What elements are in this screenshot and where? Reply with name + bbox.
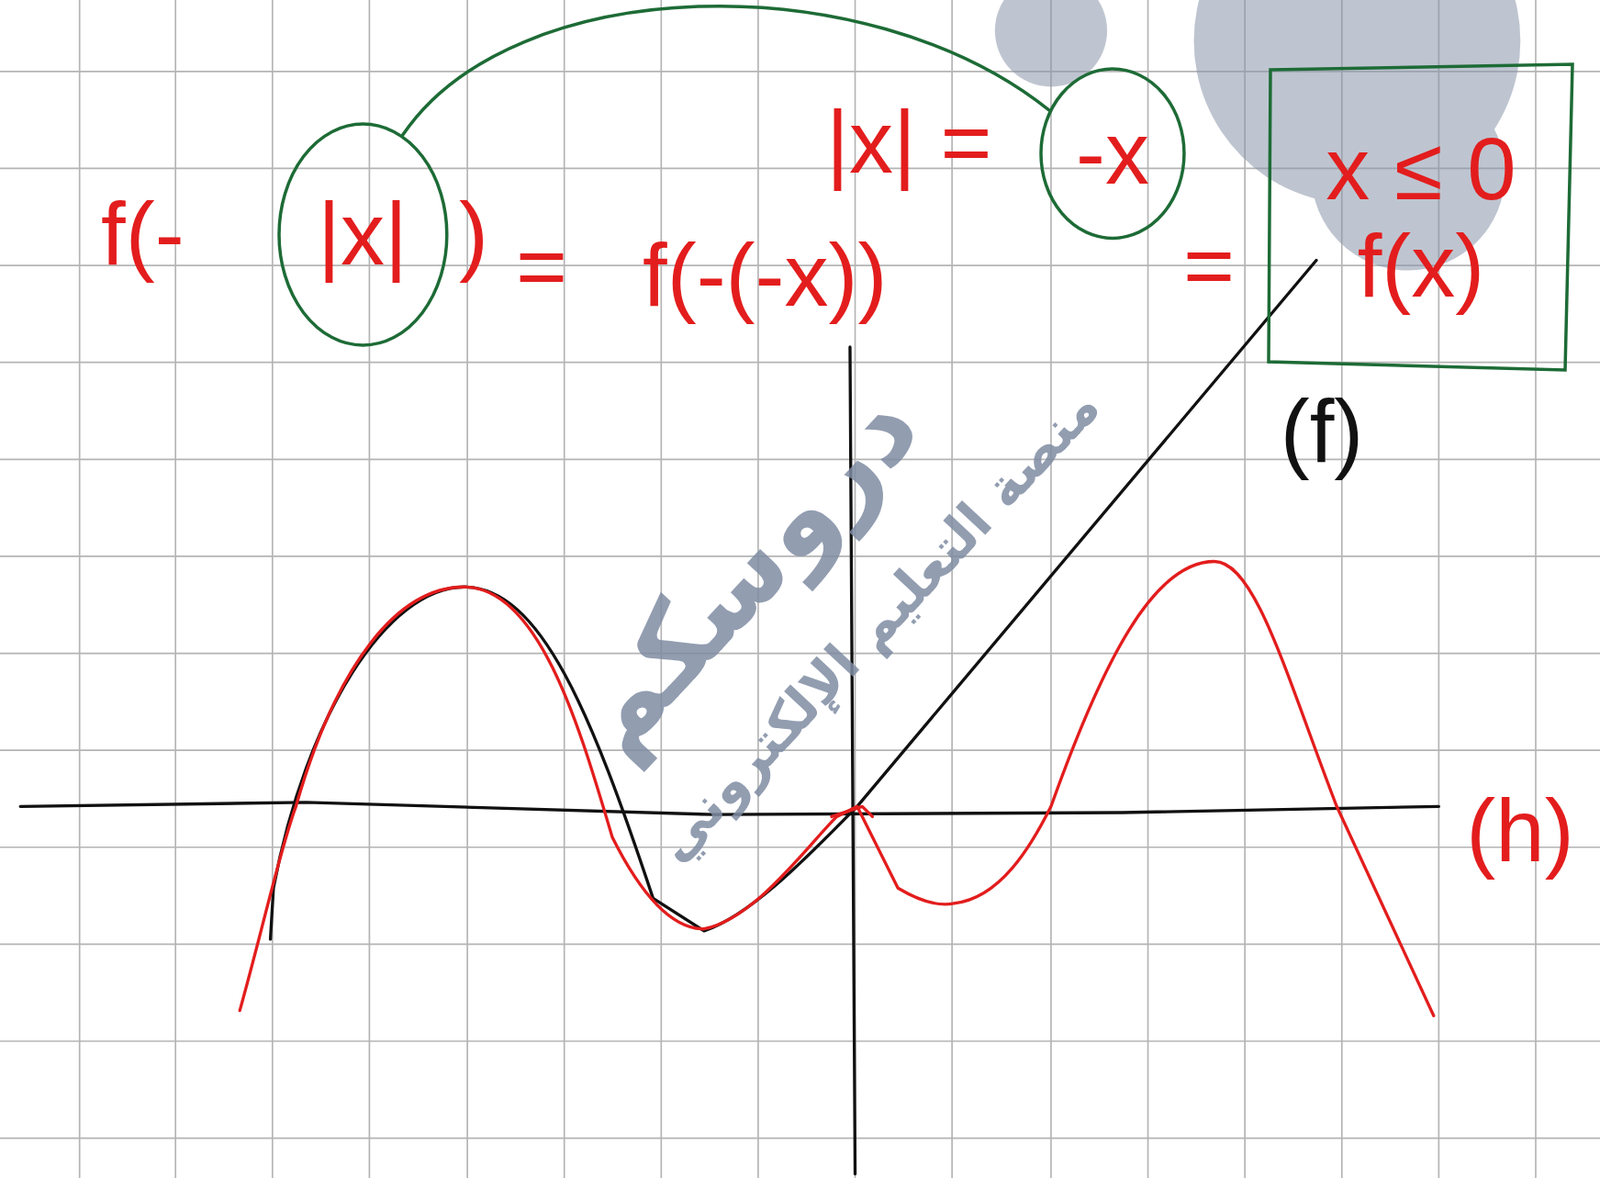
node-text: -x xyxy=(1075,104,1150,202)
expression-text: f(- xyxy=(100,185,185,283)
node-text: |x| xyxy=(317,185,408,283)
circled-term: -x xyxy=(1039,67,1187,240)
node-text: x ≤ 0 xyxy=(1325,120,1516,218)
outline xyxy=(279,123,448,346)
curve-label: (f) xyxy=(1280,382,1365,481)
equals-sign: = xyxy=(1183,216,1235,314)
curve-label: (h) xyxy=(1465,782,1574,880)
expression-text: ) xyxy=(458,185,489,283)
outline xyxy=(1268,64,1573,370)
origin-mark xyxy=(831,805,873,817)
curve-f xyxy=(270,260,1317,940)
expression-text: f(-(-x)) xyxy=(642,226,887,325)
circled-term: |x| xyxy=(277,122,449,347)
outline xyxy=(1040,68,1185,238)
node-text: f(x) xyxy=(1357,217,1486,315)
equals-sign: = xyxy=(515,217,568,315)
result-box: x ≤ 0f(x) xyxy=(1266,62,1577,373)
condition-text: |x| = xyxy=(826,93,993,191)
